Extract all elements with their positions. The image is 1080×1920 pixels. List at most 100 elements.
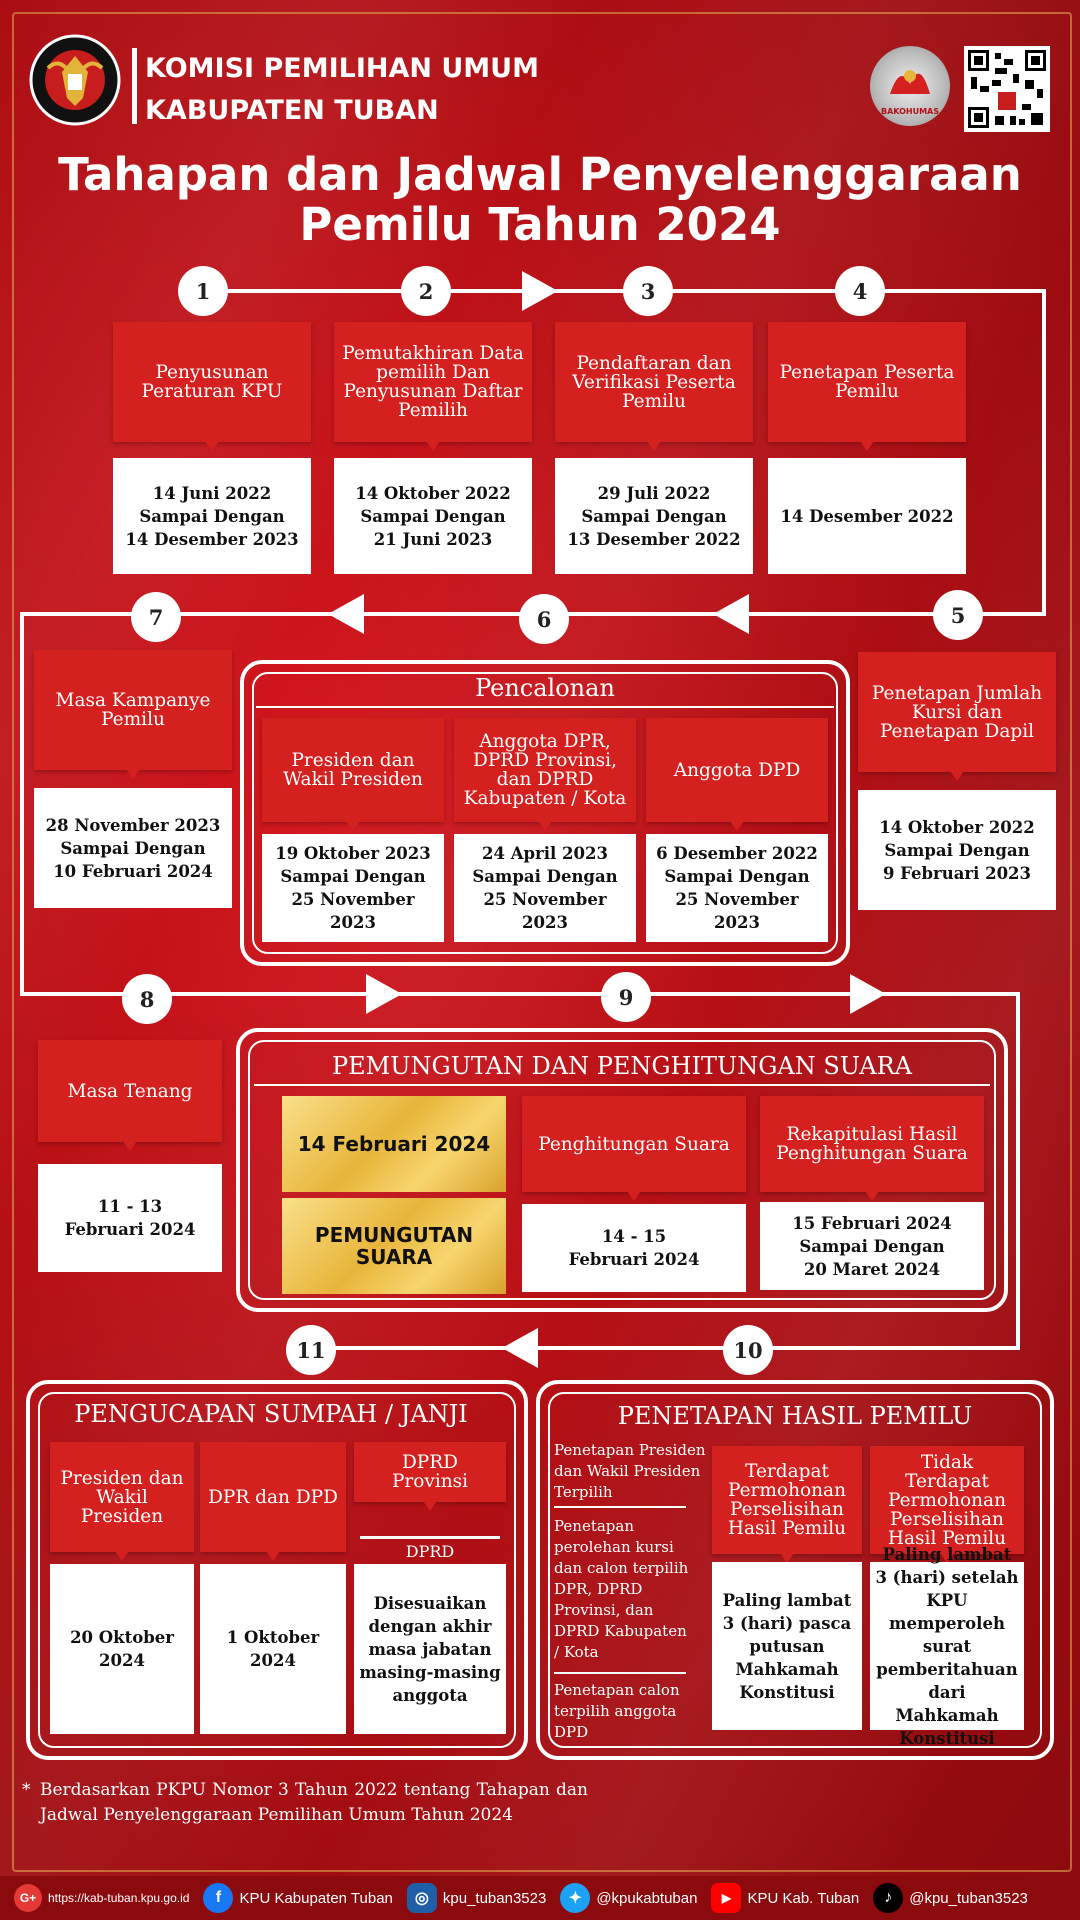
arrow-right-icon bbox=[850, 974, 886, 1014]
flow-line-right-2 bbox=[1016, 992, 1020, 1350]
flow-line-row4 bbox=[310, 1346, 1020, 1350]
step-3-date: 29 Juli 2022 Sampai Dengan 13 Desember 2… bbox=[555, 458, 753, 574]
sumpah-dpr-label: DPR dan DPD bbox=[200, 1442, 346, 1561]
header-divider bbox=[132, 48, 137, 124]
footer-facebook[interactable]: f KPU Kabupaten Tuban bbox=[203, 1883, 393, 1913]
step-5-label: Penetapan Jumlah Kursi dan Penetapan Dap… bbox=[858, 652, 1056, 781]
pencalonan-presiden-date: 19 Oktober 2023 Sampai Dengan 25 Novembe… bbox=[262, 834, 444, 942]
footer-instagram[interactable]: ◎ kpu_tuban3523 bbox=[406, 1883, 547, 1913]
penghitungan-label: Penghitungan Suara bbox=[522, 1096, 746, 1201]
footer-twitter[interactable]: ✦ @kpukabtuban bbox=[560, 1883, 697, 1913]
step-4-number: 4 bbox=[835, 266, 885, 316]
pencalonan-title-underline bbox=[256, 706, 834, 708]
penetapan-dpr-item: Penetapan perolehan kursi dan calon terp… bbox=[554, 1517, 689, 1661]
twitter-icon: ✦ bbox=[560, 1883, 591, 1913]
rekapitulasi-date: 15 Februari 2024 Sampai Dengan 20 Maret … bbox=[760, 1202, 984, 1290]
sumpah-dprd-provinsi-label: DPRD Provinsi bbox=[354, 1442, 506, 1511]
sumpah-presiden-date: 20 Oktober 2024 bbox=[50, 1564, 194, 1734]
pencalonan-dpd-date: 6 Desember 2022 Sampai Dengan 25 Novembe… bbox=[646, 834, 828, 942]
org-name: KOMISI PEMILIHAN UMUM KABUPATEN TUBAN bbox=[145, 48, 539, 132]
bakohumas-logo: BAKOHUMAS bbox=[870, 46, 950, 126]
pencalonan-title: Pencalonan bbox=[475, 674, 615, 702]
title-line1: Tahapan dan Jadwal Penyelenggaraan bbox=[58, 148, 1022, 201]
step-5-number: 5 bbox=[933, 590, 983, 640]
terdapat-permohonan-date: Paling lambat 3 (hari) pasca putusan Mah… bbox=[712, 1562, 862, 1730]
terdapat-permohonan-label: Terdapat Permohonan Perselisihan Hasil P… bbox=[712, 1446, 862, 1563]
penetapan-dpd-item: Penetapan calon terpilih anggota DPD bbox=[554, 1681, 680, 1741]
penetapan-title: PENETAPAN HASIL PEMILU bbox=[617, 1402, 973, 1430]
arrow-left-icon bbox=[328, 594, 364, 634]
arrow-right-icon bbox=[366, 974, 402, 1014]
penetapan-panel-inner bbox=[548, 1392, 1042, 1748]
penetapan-divider-2 bbox=[554, 1672, 686, 1674]
footnote-text: Berdasarkan PKPU Nomor 3 Tahun 2022 tent… bbox=[40, 1780, 588, 1825]
penghitungan-date: 14 - 15 Februari 2024 bbox=[522, 1204, 746, 1292]
pemungutan-suara-label: PEMUNGUTAN SUARA bbox=[282, 1198, 506, 1294]
footer-twitter-text[interactable]: @kpukabtuban bbox=[596, 1889, 698, 1907]
footer-facebook-text[interactable]: KPU Kabupaten Tuban bbox=[239, 1889, 393, 1907]
flow-line-left bbox=[20, 612, 24, 996]
pencalonan-dpr-label: Anggota DPR, DPRD Provinsi, dan DPRD Kab… bbox=[454, 718, 636, 831]
pencalonan-panel-inner bbox=[252, 672, 838, 954]
sumpah-dprd-divider bbox=[360, 1536, 500, 1539]
step-11-number: 11 bbox=[286, 1325, 336, 1375]
footer-youtube-text[interactable]: KPU Kab. Tuban bbox=[747, 1889, 860, 1907]
pemungutan-date: 14 Februari 2024 bbox=[282, 1096, 506, 1192]
youtube-icon: ▶ bbox=[711, 1883, 742, 1913]
pemungutan-panel-inner bbox=[248, 1040, 996, 1300]
google-plus-icon: G+ bbox=[14, 1884, 42, 1912]
step-1-date: 14 Juni 2022 Sampai Dengan 14 Desember 2… bbox=[113, 458, 311, 574]
arrow-left-icon bbox=[502, 1328, 538, 1368]
sumpah-presiden-label: Presiden dan Wakil Presiden bbox=[50, 1442, 194, 1561]
flow-line-row3 bbox=[20, 992, 1020, 996]
footer-tiktok[interactable]: ♪ @kpu_tuban3523 bbox=[873, 1883, 1028, 1913]
flow-line-right-1 bbox=[1042, 289, 1046, 616]
tiktok-icon: ♪ bbox=[873, 1883, 904, 1913]
step-1-label: Penyusunan Peraturan KPU bbox=[113, 322, 311, 451]
instagram-icon: ◎ bbox=[406, 1883, 437, 1913]
step-2-label: Pemutakhiran Data pemilih Dan Penyusunan… bbox=[334, 322, 532, 451]
arrow-left-icon bbox=[713, 594, 749, 634]
sumpah-dprd-label: DPRD bbox=[405, 1542, 455, 1561]
step-3-number: 3 bbox=[623, 266, 673, 316]
footer-bar: G+ https://kab-tuban.kpu.go.id f KPU Kab… bbox=[0, 1876, 1080, 1920]
pemungutan-panel bbox=[236, 1028, 1008, 1312]
step-7-number: 7 bbox=[131, 592, 181, 642]
step-6-number: 6 bbox=[519, 594, 569, 644]
facebook-icon: f bbox=[203, 1883, 234, 1913]
qr-code[interactable] bbox=[964, 46, 1050, 132]
pencalonan-panel bbox=[240, 660, 850, 966]
footer-website[interactable]: G+ https://kab-tuban.kpu.go.id bbox=[14, 1884, 189, 1912]
penetapan-panel bbox=[536, 1380, 1054, 1760]
step-3-label: Pendaftaran dan Verifikasi Peserta Pemil… bbox=[555, 322, 753, 451]
step-5-date: 14 Oktober 2022 Sampai Dengan 9 Februari… bbox=[858, 790, 1056, 910]
step-8-label: Masa Tenang bbox=[38, 1040, 222, 1151]
step-2-date: 14 Oktober 2022 Sampai Dengan 21 Juni 20… bbox=[334, 458, 532, 574]
pencalonan-presiden-label: Presiden dan Wakil Presiden bbox=[262, 718, 444, 831]
rekapitulasi-label: Rekapitulasi Hasil Penghitungan Suara bbox=[760, 1096, 984, 1201]
sumpah-title: PENGUCAPAN SUMPAH / JANJI bbox=[74, 1400, 468, 1428]
step-2-number: 2 bbox=[401, 266, 451, 316]
page-title: Tahapan dan Jadwal Penyelenggaraan Pemil… bbox=[40, 150, 1040, 250]
pemungutan-title-underline bbox=[254, 1084, 990, 1086]
penetapan-divider-1 bbox=[554, 1506, 686, 1508]
footer-tiktok-text[interactable]: @kpu_tuban3523 bbox=[909, 1889, 1028, 1907]
footer-youtube[interactable]: ▶ KPU Kab. Tuban bbox=[711, 1883, 859, 1913]
sumpah-dprd-date: Disesuaikan dengan akhir masa jabatan ma… bbox=[354, 1564, 506, 1734]
footer-instagram-text[interactable]: kpu_tuban3523 bbox=[442, 1889, 547, 1907]
penetapan-presiden-item: Penetapan Presiden dan Wakil Presiden Te… bbox=[554, 1441, 706, 1501]
tidak-terdapat-permohonan-date: Paling lambat 3 (hari) setelah KPU mempe… bbox=[870, 1545, 1024, 1748]
step-1-number: 1 bbox=[178, 266, 228, 316]
pencalonan-dpd-label: Anggota DPD bbox=[646, 718, 828, 831]
step-4-date: 14 Desember 2022 bbox=[768, 458, 966, 574]
step-7-date: 28 November 2023 Sampai Dengan 10 Februa… bbox=[34, 788, 232, 908]
tidak-terdapat-permohonan-label: Tidak Terdapat Permohonan Perselisihan H… bbox=[870, 1446, 1024, 1563]
step-8-date: 11 - 13 Februari 2024 bbox=[38, 1164, 222, 1272]
step-8-number: 8 bbox=[122, 974, 172, 1024]
footnote-star: * bbox=[22, 1780, 31, 1800]
org-name-line1: KOMISI PEMILIHAN UMUM bbox=[145, 53, 539, 84]
footer-website-text[interactable]: https://kab-tuban.kpu.go.id bbox=[48, 1891, 190, 1905]
bakohumas-text: BAKOHUMAS bbox=[880, 107, 940, 116]
kpu-logo bbox=[28, 28, 122, 136]
footnote: * Berdasarkan PKPU Nomor 3 Tahun 2022 te… bbox=[22, 1778, 588, 1828]
